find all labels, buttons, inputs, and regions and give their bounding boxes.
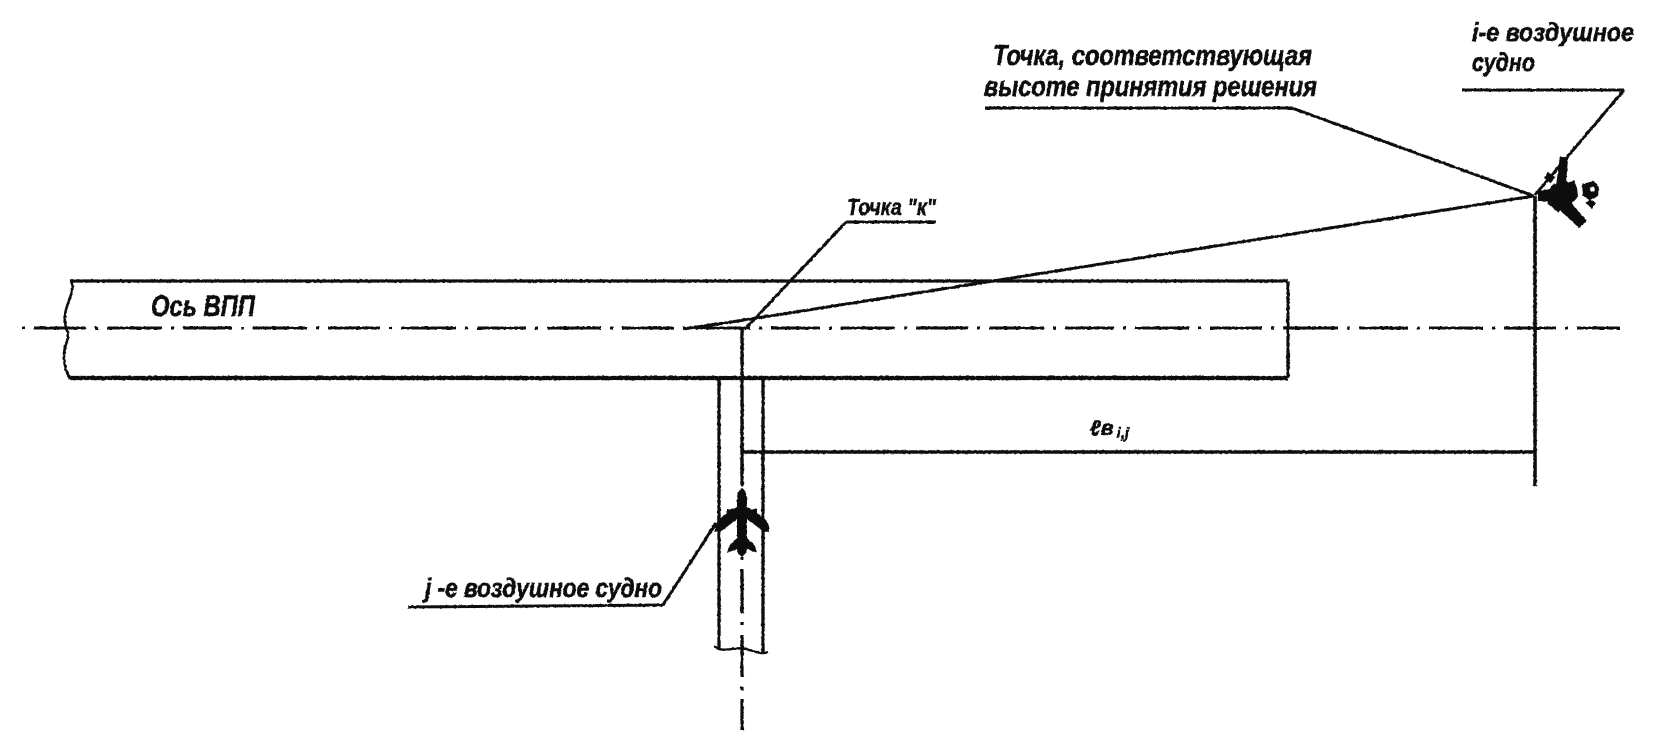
svg-text:i-е воздушное: i-е воздушное	[1472, 17, 1634, 47]
svg-text:Точка, соответствующая: Точка, соответствующая	[993, 40, 1312, 72]
svg-text:Ось ВПП: Ось ВПП	[151, 290, 256, 323]
svg-text:j -е воздушное судно: j -е воздушное судно	[422, 573, 662, 603]
svg-text:судно: судно	[1472, 47, 1535, 77]
svg-text:высоте принятия решения: высоте принятия решения	[984, 71, 1317, 103]
svg-text:Точка "к": Точка "к"	[847, 194, 937, 220]
